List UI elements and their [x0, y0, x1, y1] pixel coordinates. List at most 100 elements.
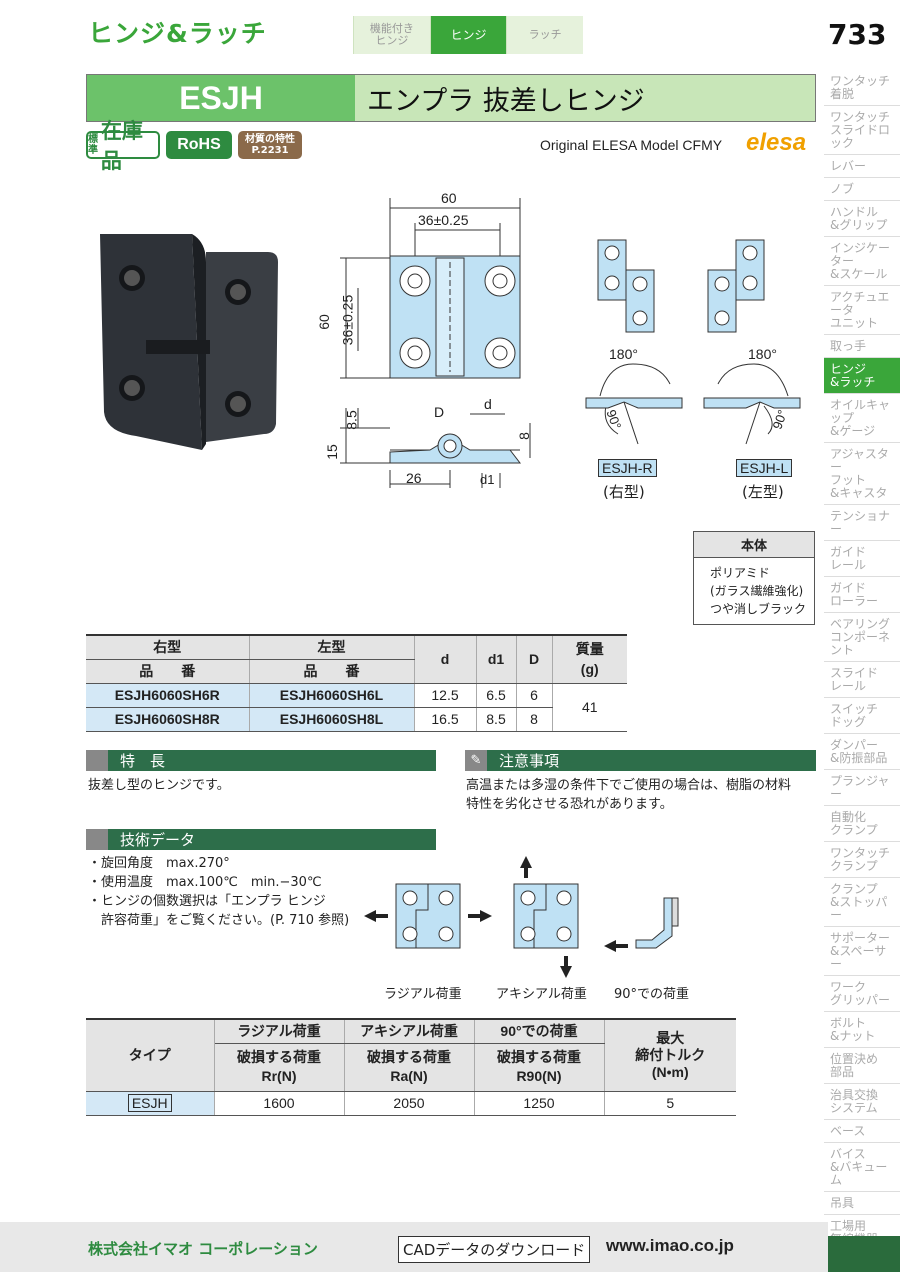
sidebar-item[interactable]: プランジャー — [824, 770, 900, 806]
dimension-drawing — [340, 198, 531, 488]
dim-width-60: 60 — [441, 190, 457, 206]
sidebar-item[interactable]: 自動化 クランプ — [824, 806, 900, 842]
sidebar-item[interactable]: ガイド レール — [824, 541, 900, 577]
company-logo: 株式会社イマオ コーポレーション — [88, 1240, 318, 1258]
load-value-axial: 2050 — [344, 1091, 475, 1116]
sidebar-item[interactable]: ノブ — [824, 178, 900, 201]
sidebar-item[interactable]: ガイド ローラー — [824, 577, 900, 613]
type-drawings — [585, 239, 801, 445]
load-label-90: 90°での荷重 — [614, 987, 690, 1002]
material-box: 本体 ポリアミド (ガラス繊維強化) つや消しブラック — [693, 531, 815, 625]
sidebar-item[interactable]: サポーター &スペーサー — [824, 927, 900, 976]
sidebar-item[interactable]: ワンタッチ スライドロック — [824, 106, 900, 155]
pencil-icon: ✎ — [465, 750, 487, 771]
value-d1: 8.5 — [476, 707, 517, 732]
tech-line: 許容荷重」をご覧ください。(P. 710 参照) — [88, 913, 350, 928]
sidebar-item[interactable]: 吊具 — [824, 1192, 900, 1215]
spec-header-mass: 質量 (g) — [552, 635, 627, 684]
material-badge-line1: 材質の特性 — [245, 134, 295, 145]
spec-header-d1: d1 — [476, 635, 517, 684]
spec-table: 右型 左型 d d1 D 質量 (g) 品 番 品 番 ESJH6060SH6R… — [86, 634, 627, 732]
sidebar-item[interactable]: 取っ手 — [824, 335, 900, 358]
load-header-type: タイプ — [86, 1019, 215, 1092]
rohs-badge: RoHS — [166, 131, 232, 159]
sidebar-item[interactable]: スライド レール — [824, 662, 900, 698]
dim-D: D — [434, 404, 445, 420]
tab-latch[interactable]: ラッチ — [506, 16, 584, 54]
spec-header-right: 右型 — [86, 635, 250, 660]
part-number[interactable]: ESJH6060SH8L — [249, 707, 415, 732]
sidebar-item[interactable]: クランプ &ストッパー — [824, 878, 900, 927]
sidebar-item[interactable]: レバー — [824, 155, 900, 178]
category-tabs: 機能付き ヒンジ ヒンジ ラッチ — [353, 16, 584, 54]
dim-d1: d1 — [480, 472, 495, 487]
sidebar: ワンタッチ 着脱ワンタッチ スライドロックレバーノブハンドル &グリップインジケ… — [824, 70, 900, 1272]
load-table: タイプ ラジアル荷重 アキシアル荷重 90°での荷重 最大 締付トルク (N•m… — [86, 1018, 736, 1116]
load-value-radial: 1600 — [214, 1091, 345, 1116]
tech-heading: 技術データ — [86, 829, 436, 850]
sidebar-footer-block — [828, 1236, 900, 1272]
load-label-axial: アキシアル荷重 — [496, 987, 587, 1002]
dim-d: d — [484, 396, 492, 412]
tab-hinge[interactable]: ヒンジ — [429, 16, 507, 54]
sidebar-item[interactable]: ボルト &ナット — [824, 1012, 900, 1048]
sidebar-item[interactable]: 治具交換 システム — [824, 1084, 900, 1120]
label-left-type: ESJH-L — [736, 459, 793, 477]
sidebar-item[interactable]: アジャスター フット &キャスタ — [824, 443, 900, 505]
sidebar-item[interactable]: ベース — [824, 1120, 900, 1143]
sidebar-item[interactable]: バイス &バキューム — [824, 1143, 900, 1192]
sidebar-item[interactable]: オイルキャップ &ゲージ — [824, 394, 900, 443]
part-number[interactable]: ESJH6060SH6R — [86, 683, 250, 708]
part-number[interactable]: ESJH6060SH8R — [86, 707, 250, 732]
value-D: 6 — [516, 683, 553, 708]
spec-header-left: 左型 — [249, 635, 415, 660]
product-name: エンプラ 抜差しヒンジ — [355, 75, 815, 121]
sidebar-item[interactable]: ダンパー &防振部品 — [824, 734, 900, 770]
load-header-break-a: 破損する荷重 Ra(N) — [344, 1043, 475, 1092]
dim-26: 26 — [406, 470, 422, 486]
spec-header-D: D — [516, 635, 553, 684]
sidebar-item[interactable]: ワンタッチ 着脱 — [824, 70, 900, 106]
website-link[interactable]: www.imao.co.jp — [606, 1236, 734, 1255]
sidebar-item[interactable]: ワンタッチ クランプ — [824, 842, 900, 878]
product-photo — [100, 234, 278, 450]
load-header-90: 90°での荷重 — [474, 1019, 605, 1044]
angle-180-r: 180° — [609, 346, 638, 362]
value-d: 12.5 — [414, 683, 477, 708]
heading-mark — [86, 829, 108, 850]
heading-mark — [86, 750, 108, 771]
cad-download-link[interactable]: CADデータのダウンロード — [398, 1236, 591, 1263]
load-value-torque: 5 — [604, 1091, 736, 1116]
tech-line: ・使用温度 max.100℃ min.−30℃ — [88, 875, 322, 890]
tech-title: 技術データ — [120, 831, 196, 849]
load-header-break-r: 破損する荷重 Rr(N) — [214, 1043, 345, 1092]
tech-list: ・旋回角度 max.270° ・使用温度 max.100℃ min.−30℃ ・… — [88, 854, 349, 930]
material-line: つや消しブラック — [710, 602, 807, 616]
sidebar-item[interactable]: テンショナー — [824, 505, 900, 541]
sidebar-item[interactable]: ハンドル &グリップ — [824, 201, 900, 237]
dim-8-5: 8.5 — [343, 410, 360, 430]
value-d: 16.5 — [414, 707, 477, 732]
features-text: 抜差し型のヒンジです。 — [88, 778, 230, 793]
sidebar-item[interactable]: ヒンジ &ラッチ — [824, 358, 900, 394]
part-number[interactable]: ESJH6060SH6L — [249, 683, 415, 708]
sidebar-item[interactable]: アクチュエータ ユニット — [824, 286, 900, 335]
sidebar-item[interactable]: スイッチ ドッグ — [824, 698, 900, 734]
material-line: (ガラス繊維強化) — [710, 584, 804, 598]
sidebar-item[interactable]: ワーク グリッパー — [824, 976, 900, 1012]
value-D: 8 — [516, 707, 553, 732]
caution-title: 注意事項 — [499, 752, 560, 770]
material-badge[interactable]: 材質の特性 P.2231 — [238, 131, 302, 159]
value-d1: 6.5 — [476, 683, 517, 708]
sidebar-item[interactable]: ベアリング コンポーネント — [824, 613, 900, 662]
load-diagrams — [364, 856, 679, 978]
product-code: ESJH — [87, 75, 355, 121]
material-line: ポリアミド — [710, 566, 770, 580]
sidebar-item[interactable]: 位置決め 部品 — [824, 1048, 900, 1084]
tab-functional-hinge[interactable]: 機能付き ヒンジ — [353, 16, 430, 54]
product-banner: ESJH エンプラ 抜差しヒンジ — [86, 74, 816, 122]
material-header: 本体 — [694, 532, 814, 558]
caution-text: 高温または多湿の条件下でご使用の場合は、樹脂の材料 特性を劣化させる恐れがありま… — [466, 778, 792, 812]
tech-line: ・ヒンジの個数選択は「エンプラ ヒンジ — [88, 894, 326, 909]
sidebar-item[interactable]: インジケーター &スケール — [824, 237, 900, 286]
